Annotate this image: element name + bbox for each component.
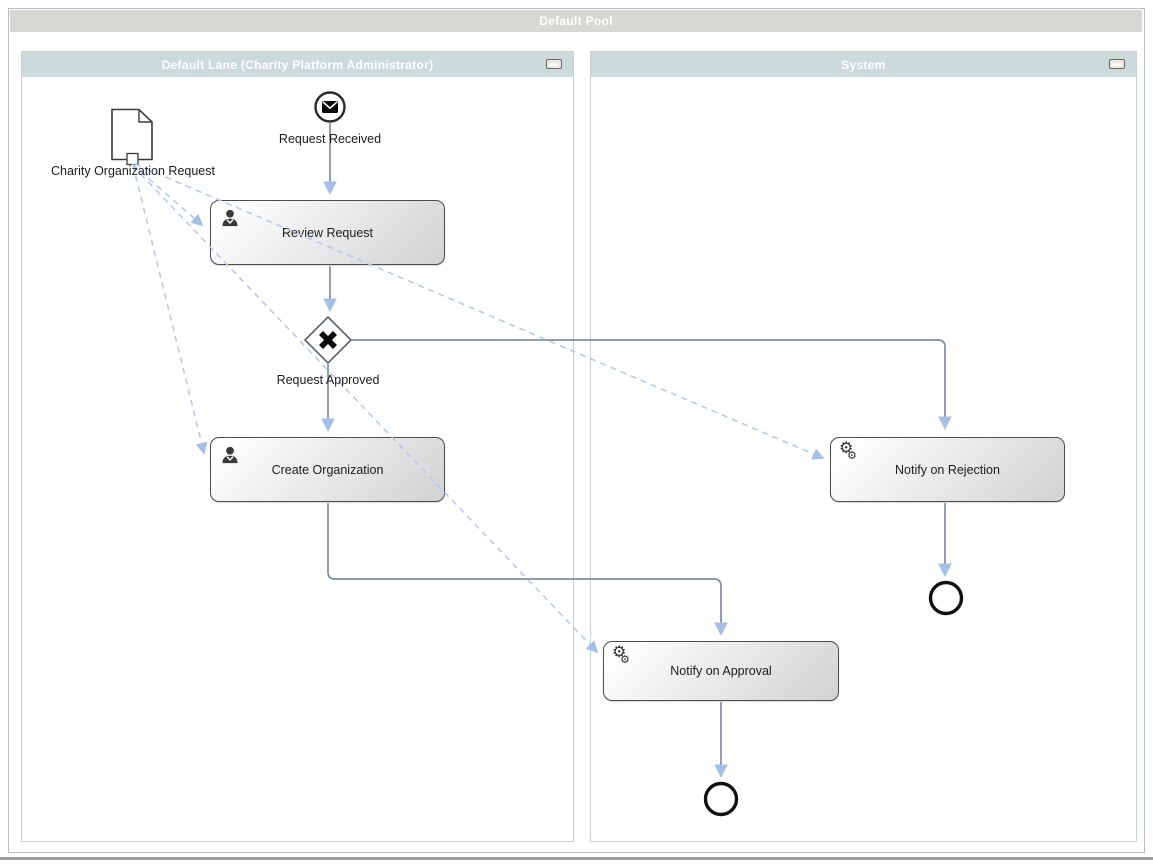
minimize-lane-icon[interactable] [1109, 59, 1125, 69]
data-object-anchor[interactable] [126, 152, 139, 166]
gateway-label: Request Approved [276, 373, 380, 387]
minus-icon [1112, 62, 1121, 66]
task-label: Create Organization [271, 462, 384, 477]
minimize-lane-icon[interactable] [546, 59, 562, 69]
task-review-request[interactable]: Review Request [210, 200, 445, 265]
end-event-rejection[interactable] [927, 579, 965, 617]
pool-title: Default Pool [539, 14, 613, 28]
minus-icon [549, 62, 558, 66]
pool[interactable]: Default Pool Default Lane (Charity Platf… [8, 8, 1145, 853]
data-object-charity-request[interactable] [110, 108, 156, 168]
task-notify-on-rejection[interactable]: ⚙⚙ Notify on Rejection [830, 437, 1065, 502]
start-event-message[interactable] [313, 90, 347, 124]
task-label: Notify on Approval [670, 664, 772, 678]
message-envelope-icon [322, 101, 338, 113]
document-icon [111, 108, 153, 161]
gears-icon: ⚙⚙ [839, 440, 857, 463]
lane-system-header[interactable]: System [591, 52, 1136, 77]
lane-system-title: System [841, 57, 886, 72]
task-create-organization[interactable]: Create Organization [210, 437, 445, 502]
gears-icon: ⚙⚙ [612, 644, 630, 667]
data-object-label: Charity Organization Request [51, 164, 215, 178]
canvas-bottom-edge [0, 857, 1153, 860]
task-notify-on-approval[interactable]: ⚙⚙ Notify on Approval [603, 641, 839, 701]
start-event-label: Request Received [278, 132, 382, 146]
task-label: Notify on Rejection [895, 462, 1000, 477]
lane-default-header[interactable]: Default Lane (Charity Platform Administr… [22, 52, 573, 77]
pool-header[interactable]: Default Pool [10, 10, 1142, 32]
gateway-exclusive[interactable] [303, 315, 353, 365]
end-event-approval[interactable] [702, 780, 740, 818]
task-label: Review Request [281, 225, 373, 240]
lane-default-title: Default Lane (Charity Platform Administr… [161, 57, 434, 72]
